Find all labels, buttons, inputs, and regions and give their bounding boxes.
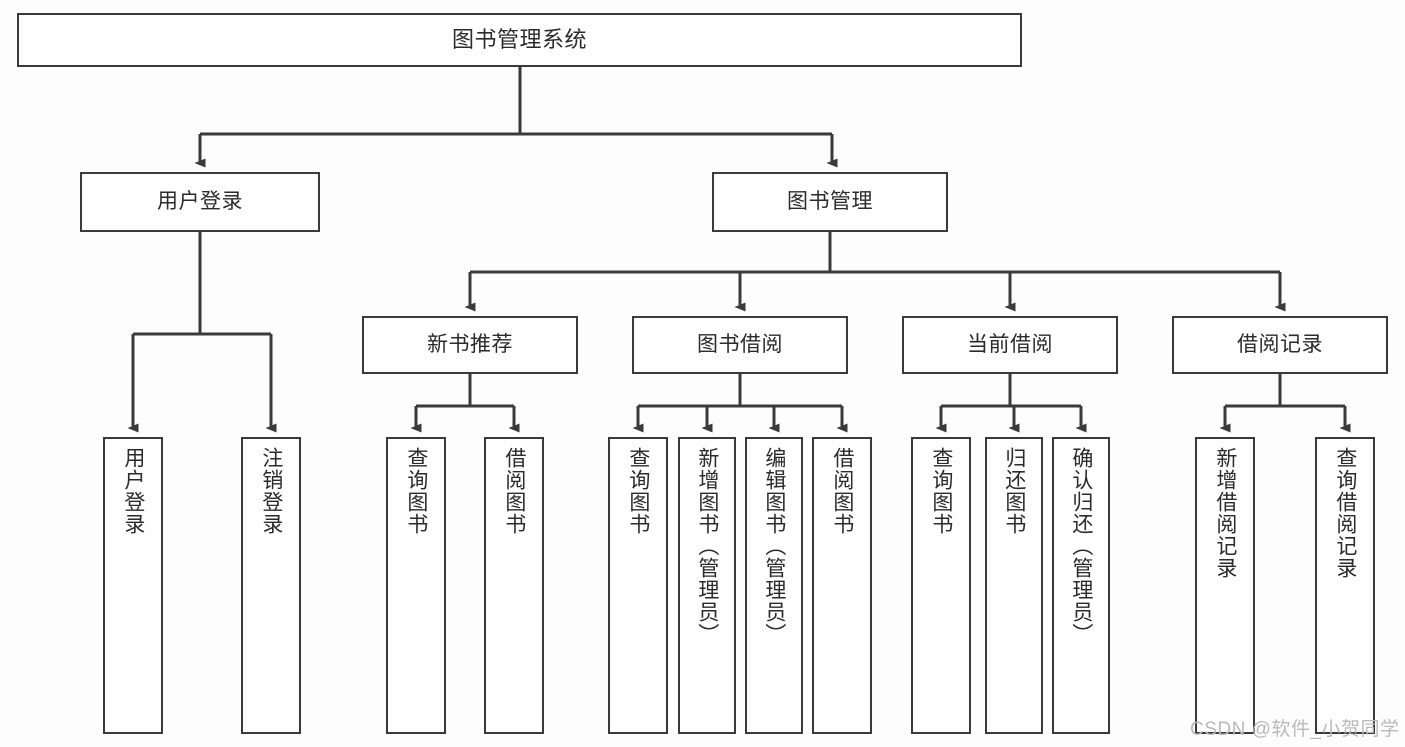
edge-borrowrecord-to-leaves [1219,374,1351,433]
node-current-borrow[interactable]: 当前借阅 [902,316,1118,374]
node-leaf-user-login[interactable]: 用户登录 [103,437,163,734]
node-leaf-query-record[interactable]: 查询借阅记录 [1315,437,1375,734]
leaf-label: 编辑图书（管理员） [762,447,786,645]
edge-bookborrow-to-leaves [632,374,848,433]
node-leaf-query-book-3[interactable]: 查询图书 [911,437,971,734]
edge-currentborrow-to-leaves [935,374,1087,433]
edge-root-to-level2 [194,67,838,168]
node-leaf-query-book-2[interactable]: 查询图书 [608,437,668,734]
node-book-manage[interactable]: 图书管理 [712,172,948,232]
node-leaf-add-book[interactable]: 新增图书（管理员） [678,437,736,734]
node-user-login[interactable]: 用户登录 [80,172,320,232]
leaf-label: 用户登录 [121,447,145,535]
node-leaf-borrow-book-1[interactable]: 借阅图书 [484,437,544,734]
node-root-system[interactable]: 图书管理系统 [17,13,1022,67]
edge-newbook-to-leaves [410,374,520,433]
node-new-book-recommend[interactable]: 新书推荐 [362,316,578,374]
leaf-label: 确认归还（管理员） [1069,447,1093,645]
node-book-borrow[interactable]: 图书借阅 [632,316,848,374]
watermark-text: CSDN @软件_小贺同学 [1190,719,1400,740]
leaf-label: 新增图书（管理员） [695,447,719,645]
node-leaf-edit-book[interactable]: 编辑图书（管理员） [745,437,803,734]
node-leaf-return-book[interactable]: 归还图书 [985,437,1043,734]
leaf-label: 查询图书 [929,447,953,535]
node-leaf-logout[interactable]: 注销登录 [241,437,301,734]
edge-userlogin-to-leaves [127,232,277,433]
leaf-label: 借阅图书 [830,447,854,535]
leaf-label: 注销登录 [259,447,283,535]
leaf-label: 借阅图书 [502,447,526,535]
node-leaf-borrow-book-2[interactable]: 借阅图书 [812,437,872,734]
leaf-label: 查询图书 [404,447,428,535]
leaf-label: 归还图书 [1002,447,1026,535]
leaf-label: 查询图书 [626,447,650,535]
node-leaf-add-record[interactable]: 新增借阅记录 [1195,437,1255,734]
node-borrow-record[interactable]: 借阅记录 [1172,316,1388,374]
node-leaf-query-book-1[interactable]: 查询图书 [386,437,446,734]
node-leaf-confirm-return[interactable]: 确认归还（管理员） [1052,437,1110,734]
edge-bookmanage-to-level3 [464,232,1286,312]
leaf-label: 新增借阅记录 [1213,447,1237,579]
leaf-label: 查询借阅记录 [1333,447,1357,579]
